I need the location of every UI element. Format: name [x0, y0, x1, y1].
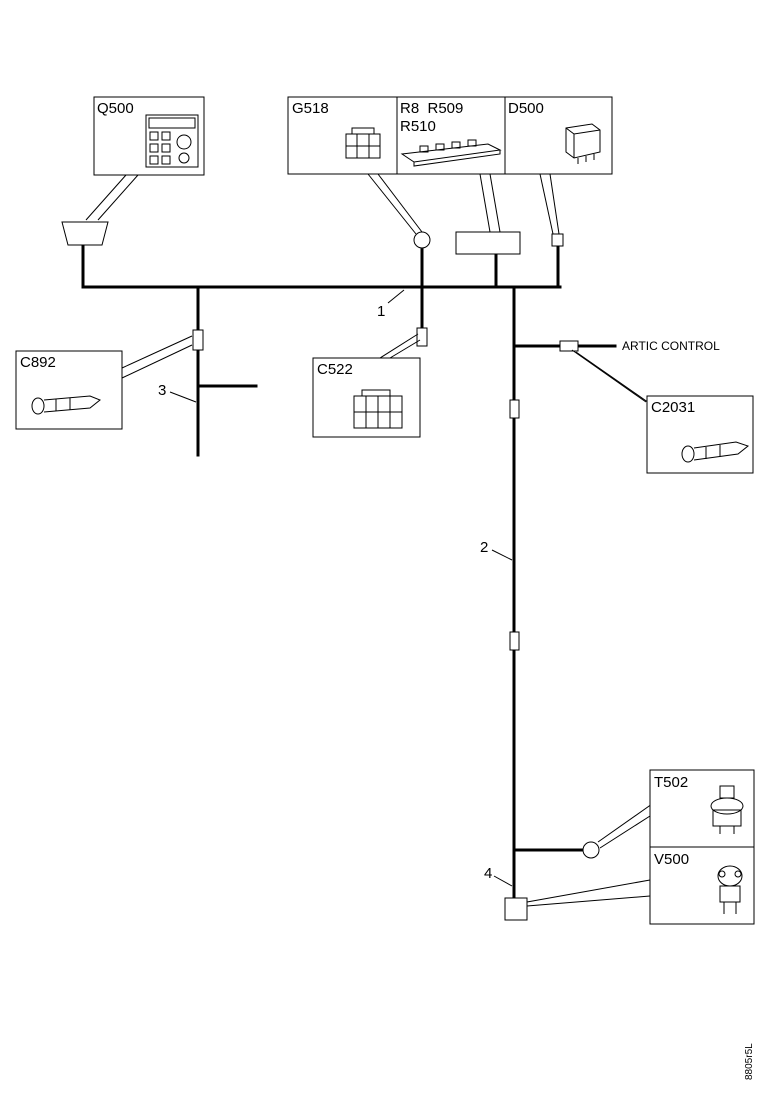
branch-1-label: 1	[377, 303, 385, 320]
drawing-code: 8805r5L	[744, 1043, 755, 1080]
harness-lines	[81, 243, 617, 902]
component-v500: V500	[654, 851, 743, 914]
splice-lower	[509, 631, 520, 651]
component-g518: G518	[292, 100, 381, 159]
resistor-board-icon	[400, 139, 502, 167]
component-group-bottom: T502 V500	[649, 769, 755, 925]
r8-r509-label: R8 R509	[400, 100, 463, 117]
branch-3-label: 3	[158, 382, 166, 399]
component-c522: C522	[312, 357, 421, 438]
g518-label: G518	[292, 100, 329, 117]
branch-4-label: 4	[484, 865, 492, 882]
splice-upper	[509, 399, 520, 419]
leader-lines	[85, 173, 653, 907]
component-group-top: G518 R8 R509 R510 D500	[287, 96, 613, 175]
artic-connector	[559, 340, 579, 352]
component-q500: Q500	[93, 96, 205, 176]
multi-pin-connector-icon	[353, 389, 403, 429]
r8-connector	[455, 231, 521, 255]
connectors	[61, 221, 600, 921]
component-t502: T502	[654, 774, 744, 834]
branch-2-label: 2	[480, 539, 488, 556]
valve-icon	[717, 865, 743, 914]
q500-label: Q500	[97, 100, 134, 117]
artic-control-label: ARTIC CONTROL	[622, 339, 720, 353]
terminal-icon	[681, 441, 750, 463]
g518-connector	[413, 231, 431, 249]
component-r8-r509-r510: R8 R509 R510	[400, 100, 502, 167]
t502-label: T502	[654, 774, 688, 791]
connector-block-icon	[345, 127, 381, 159]
relay-icon	[565, 123, 601, 164]
component-d500: D500	[508, 100, 601, 164]
terminal-icon	[31, 395, 101, 415]
c892-connector	[192, 329, 204, 351]
control-panel-icon	[145, 114, 199, 168]
c522-label: C522	[317, 361, 353, 378]
branch-labels: 1 2 3 4	[158, 303, 492, 882]
d500-label: D500	[508, 100, 544, 117]
component-c892: C892	[15, 350, 123, 430]
v500-connector	[504, 897, 528, 921]
v500-label: V500	[654, 851, 689, 868]
r510-label: R510	[400, 118, 436, 135]
sensor-icon	[710, 785, 744, 834]
c892-label: C892	[20, 354, 56, 371]
t502-connector	[582, 841, 600, 859]
c2031-label: C2031	[651, 399, 695, 416]
component-c2031: C2031	[646, 395, 754, 474]
q500-connector	[61, 221, 109, 246]
d500-connector	[551, 233, 564, 247]
c522-connector	[416, 327, 428, 347]
